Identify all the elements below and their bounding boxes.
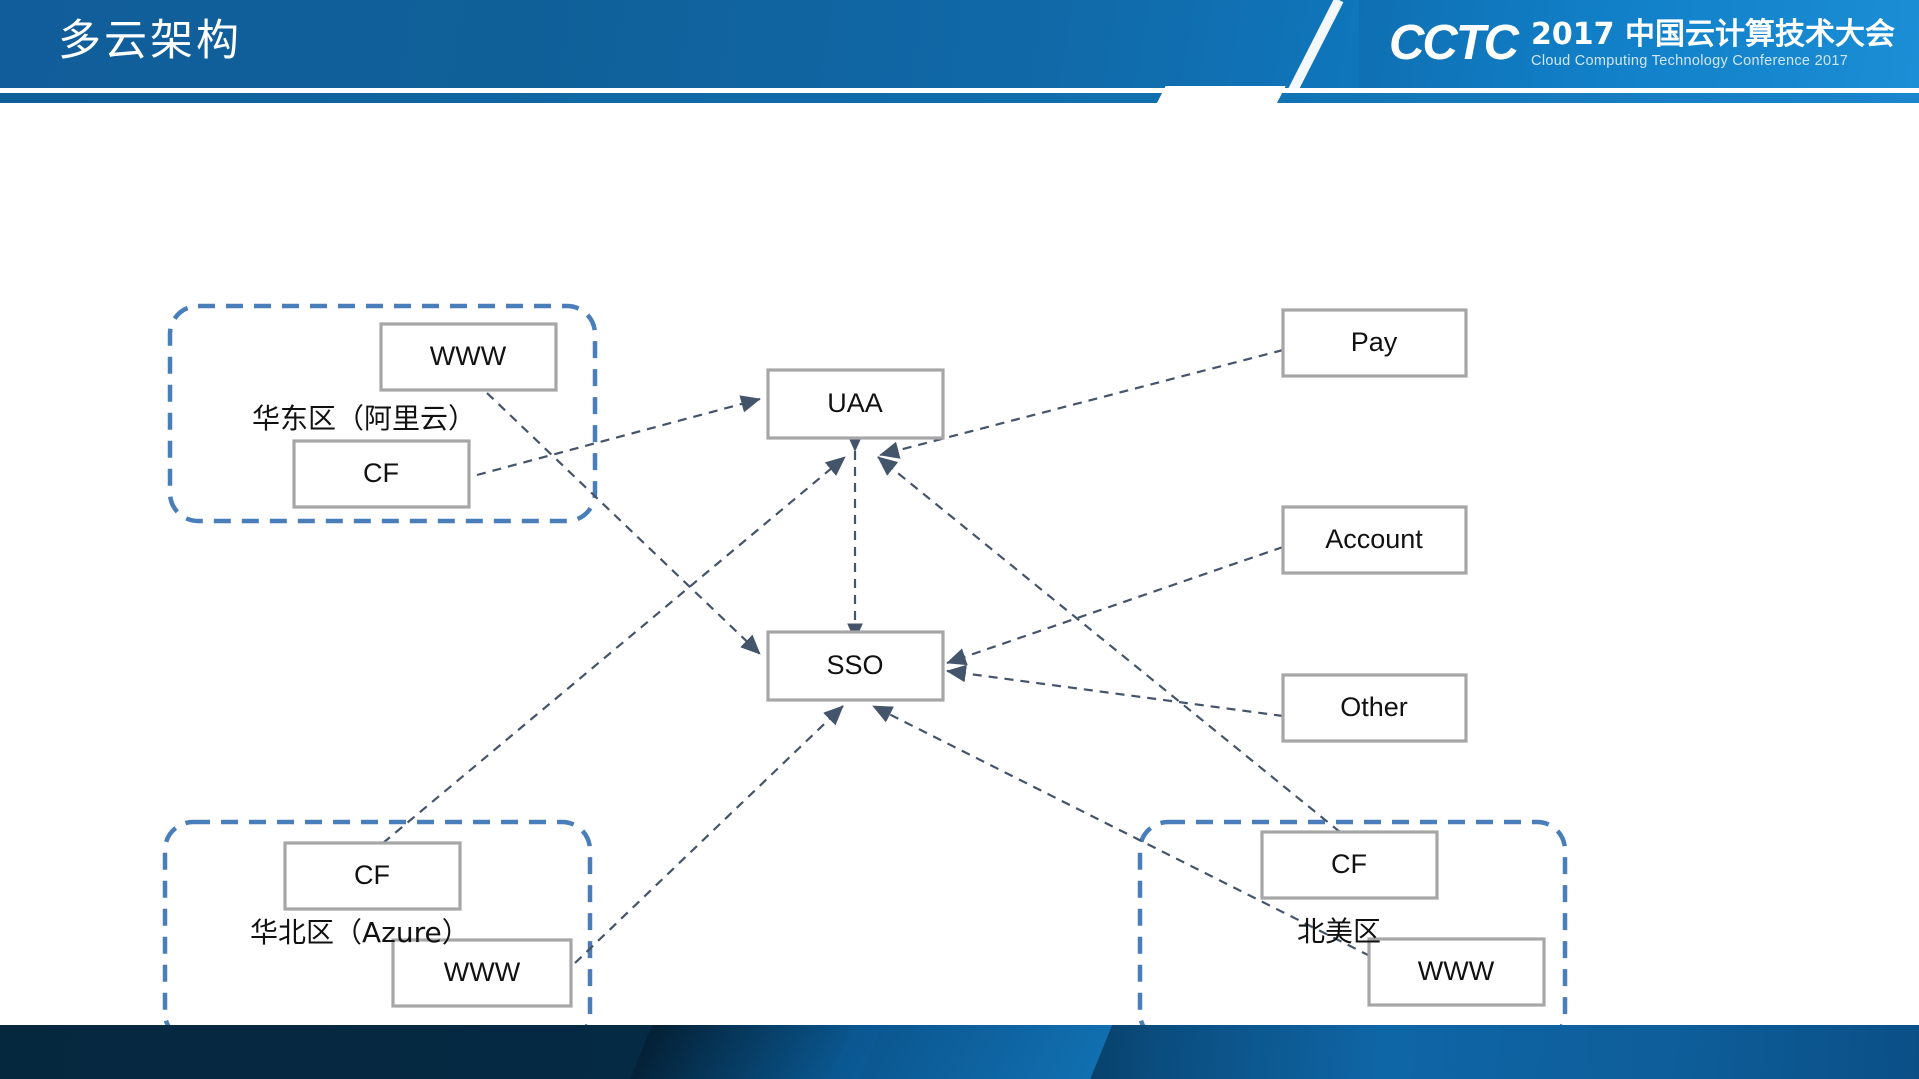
node-northchina-cf-label: CF (354, 860, 390, 890)
node-eastchina-www[interactable]: WWW (379, 322, 558, 392)
node-eastchina-cf[interactable]: CF (292, 439, 471, 509)
architecture-diagram: WWW CF 华东区（阿里云） CF WWW 华北区（Azure） CF WWW… (162, 303, 1568, 1025)
logo-text-block: 2017 中国云计算技术大会 Cloud Computing Technolog… (1531, 18, 1895, 70)
connector-northchina-cf-to-uaa (382, 456, 846, 844)
connector-northamerica-www-to-sso (872, 705, 1371, 957)
page-title: 多云架构 (58, 16, 242, 66)
footer-wedge-light (823, 1025, 1117, 1079)
zone-east-china-label: 华东区（阿里云） (252, 402, 476, 435)
node-account-label: Account (1325, 524, 1423, 554)
node-sso-label: SSO (826, 650, 883, 680)
zone-north-china-border (162, 819, 593, 1025)
zone-east-china-border (167, 303, 598, 524)
slide-footer (0, 1025, 1919, 1079)
node-northchina-www[interactable]: WWW (391, 938, 573, 1008)
connector-northchina-www-to-sso (574, 705, 844, 964)
node-northamerica-www-label: WWW (1418, 956, 1495, 986)
connector-northamerica-cf-to-uaa (877, 456, 1341, 833)
zone-north-america (1137, 819, 1568, 1025)
slide-header: 多云架构 CCTC 2017 中国云计算技术大会 Cloud Computing… (0, 0, 1919, 103)
slide-body: WWW CF 华东区（阿里云） CF WWW 华北区（Azure） CF WWW… (0, 103, 1919, 1025)
zone-north-america-label: 北美区 (1297, 915, 1381, 948)
node-eastchina-www-label: WWW (430, 341, 507, 371)
header-stripe-notch (1152, 86, 1286, 103)
node-northchina-www-label: WWW (444, 957, 521, 987)
node-uaa-label: UAA (827, 388, 883, 418)
header-right-wedge (1359, 0, 1919, 88)
node-other[interactable]: Other (1281, 673, 1468, 743)
node-sso[interactable]: SSO (766, 630, 945, 702)
connector-other-to-sso (946, 664, 1284, 718)
node-northamerica-cf[interactable]: CF (1260, 830, 1439, 900)
zone-north-china-label: 华北区（Azure） (250, 916, 470, 949)
zone-north-china (162, 819, 593, 1025)
node-eastchina-cf-label: CF (363, 458, 399, 488)
connector-pay-to-uaa (879, 348, 1284, 459)
connector-eastchina-cf-to-uaa (476, 395, 761, 477)
cctc-logo: CCTC 2017 中国云计算技术大会 Cloud Computing Tech… (1389, 16, 1895, 70)
logo-chinese-title: 2017 中国云计算技术大会 (1531, 17, 1895, 52)
node-other-label: Other (1340, 692, 1408, 722)
header-white-gap (0, 88, 1919, 93)
header-accent-stripe (0, 93, 1919, 103)
connector-eastchina-www-to-sso (486, 392, 761, 655)
node-pay-label: Pay (1351, 327, 1398, 357)
zone-east-china (167, 303, 598, 524)
logo-english-subtitle: Cloud Computing Technology Conference 20… (1531, 53, 1849, 69)
connector-account-to-sso (946, 545, 1284, 666)
node-account[interactable]: Account (1281, 505, 1468, 575)
node-northamerica-cf-label: CF (1331, 849, 1367, 879)
connector-layer (382, 348, 1371, 964)
zone-north-america-border (1137, 819, 1568, 1025)
node-pay[interactable]: Pay (1281, 308, 1468, 378)
node-uaa[interactable]: UAA (766, 368, 945, 440)
node-northchina-cf[interactable]: CF (283, 841, 462, 911)
logo-wordmark: CCTC (1388, 16, 1519, 70)
node-northamerica-www[interactable]: WWW (1367, 937, 1546, 1007)
